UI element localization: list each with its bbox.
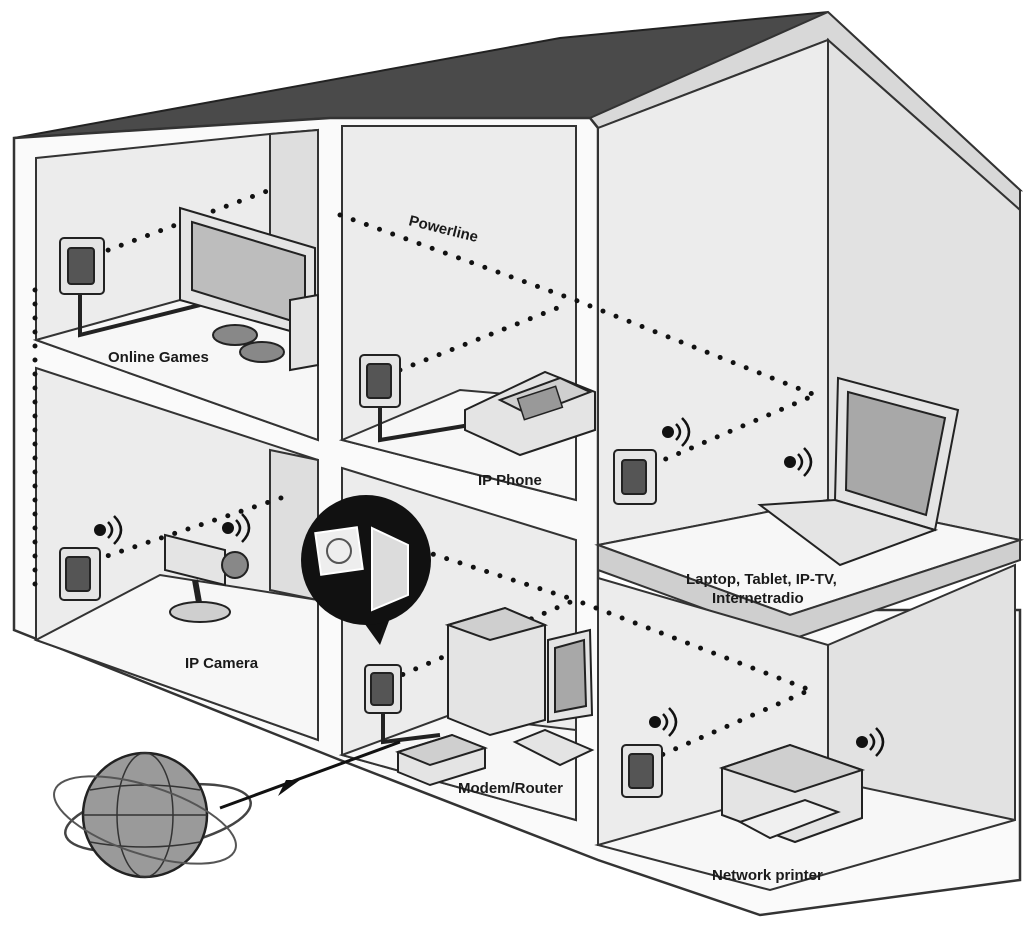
powerline-adapter-icon (364, 664, 402, 714)
floor-slab-edge (597, 538, 1021, 642)
powerline-adapter-icon (59, 237, 105, 295)
wifi-icon (649, 707, 678, 737)
phone-icon (464, 370, 596, 457)
label-online-games: Online Games (108, 349, 209, 366)
powerline-path-main (92, 187, 818, 398)
powerline-adapter-icon (359, 354, 401, 408)
powerline-path-printer (647, 687, 813, 763)
wifi-icon (222, 513, 251, 543)
powerline-path-modem-up (417, 547, 578, 603)
wall-socket-icon (314, 526, 364, 576)
wifi-icon (856, 727, 885, 757)
desktop-pc-icon (444, 606, 595, 767)
wifi-icon (662, 417, 691, 447)
laptop-icon (757, 376, 960, 567)
monitor-icon (179, 206, 319, 372)
label-ip-phone: IP Phone (478, 472, 542, 489)
cable-phone (378, 407, 471, 443)
globe-icon (53, 751, 252, 879)
router-icon (395, 733, 489, 787)
wall-socket-callout (301, 495, 431, 645)
label-modem-router: Modem/Router (458, 780, 563, 797)
wifi-icon (784, 447, 813, 477)
powerline-path-phone (397, 302, 568, 373)
label-ip-camera: IP Camera (185, 655, 259, 672)
cable-modem (381, 713, 441, 745)
internet-link-line (219, 740, 401, 810)
powerline-adapter-icon (621, 744, 663, 798)
internet-link-arrow (278, 780, 300, 796)
camera-icon (164, 533, 249, 623)
label-network-printer: Network printer (712, 867, 823, 884)
label-laptop-line1: Laptop, Tablet, IP-TV, (686, 571, 837, 588)
powerline-adapter-icon (371, 526, 409, 612)
powerline-adapter-icon (59, 547, 101, 601)
wifi-icon (94, 515, 123, 545)
game-controller-icon (212, 324, 285, 363)
printer-icon (718, 743, 866, 844)
cable-games (78, 294, 201, 338)
label-laptop-line2: Internetradio (712, 590, 804, 607)
powerline-adapter-icon (613, 449, 657, 505)
